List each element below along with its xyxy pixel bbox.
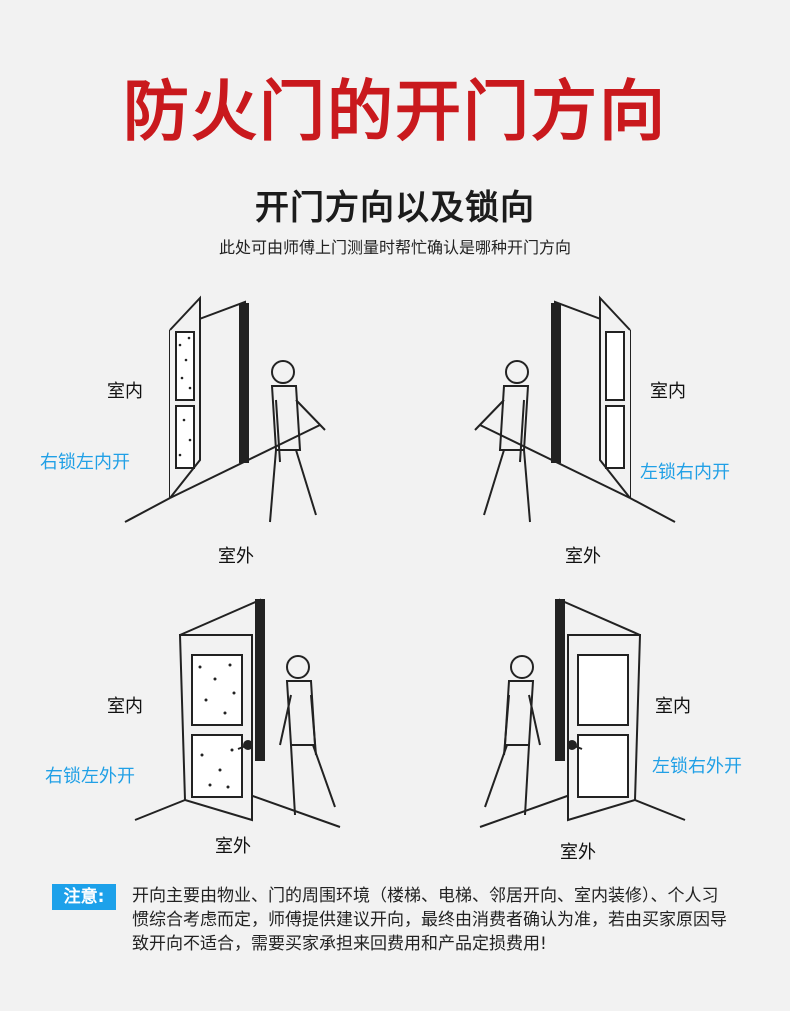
outdoor-label: 室外 <box>560 842 596 863</box>
outdoor-label: 室外 <box>215 836 251 857</box>
page-title: 防火门的开门方向 <box>123 73 667 150</box>
direction-label: 左锁右内开 <box>640 462 730 483</box>
direction-label: 右锁左内开 <box>40 452 130 473</box>
door-illustration-inward-right <box>474 295 676 523</box>
door-illustration-outward-left <box>134 598 341 828</box>
door-illustration-outward-right <box>479 598 686 828</box>
note-text: 开向主要由物业、门的周围环境（楼梯、电梯、邻居开向、室内装修）、个人习惯综合考虑… <box>132 886 727 954</box>
note-badge: 注意: <box>52 884 116 910</box>
outdoor-label: 室外 <box>218 546 254 567</box>
door-illustration-inward-left <box>124 295 326 523</box>
direction-label: 右锁左外开 <box>45 766 135 787</box>
indoor-label: 室内 <box>107 696 143 717</box>
indoor-label: 室内 <box>107 381 143 402</box>
indoor-label: 室内 <box>655 696 691 717</box>
indoor-label: 室内 <box>650 381 686 402</box>
outdoor-label: 室外 <box>565 546 601 567</box>
hint-text: 此处可由师傅上门测量时帮忙确认是哪种开门方向 <box>218 238 571 257</box>
section-subtitle: 开门方向以及锁向 <box>255 188 535 228</box>
direction-label: 左锁右外开 <box>652 756 742 777</box>
